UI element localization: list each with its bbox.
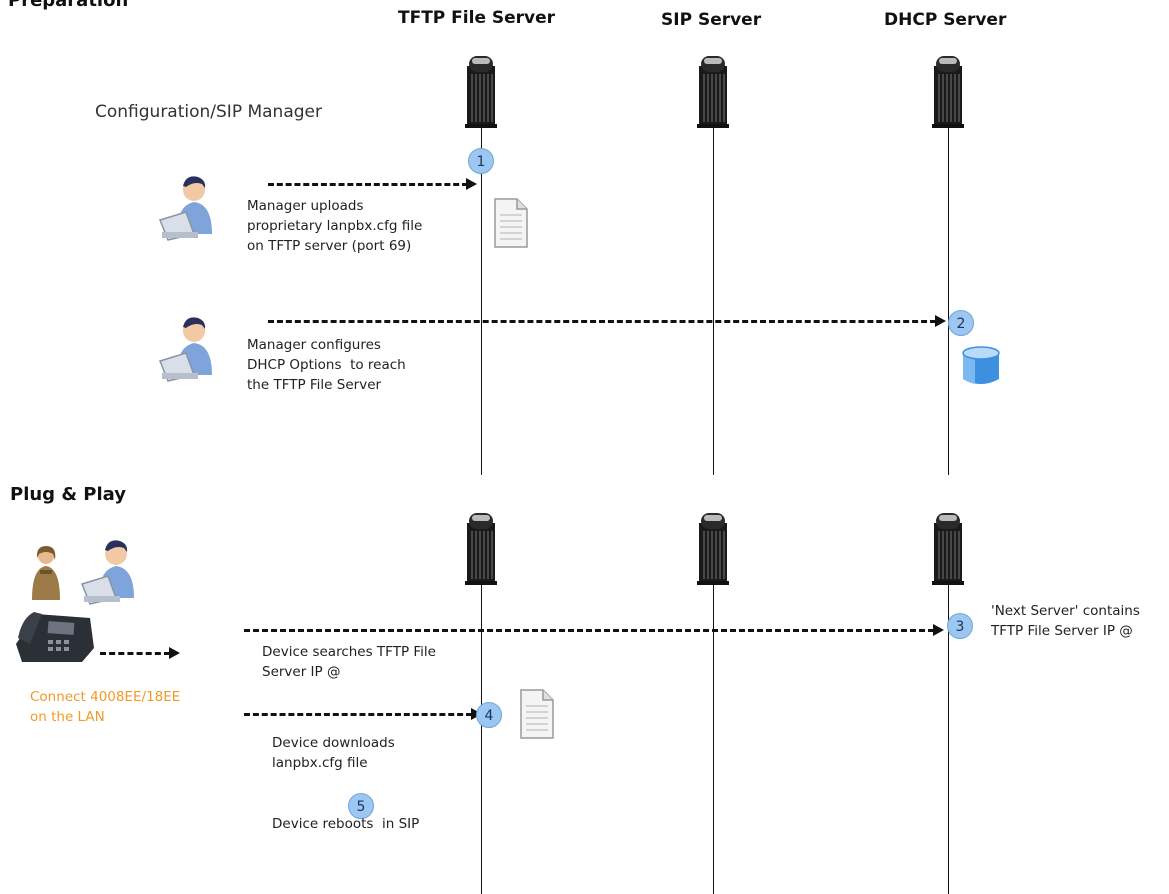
note-next-server: 'Next Server' contains TFTP File Server …: [991, 603, 1140, 639]
step-3-badge: 3: [947, 613, 973, 639]
document-icon: [517, 688, 557, 740]
note-upload: Manager uploads proprietary lanpbx.cfg f…: [247, 198, 423, 254]
lifeline-sip-top: [713, 128, 714, 475]
lifeline-sip-bottom: [713, 583, 714, 894]
database-icon: [961, 345, 1001, 387]
arrowhead-device-search: [933, 624, 944, 636]
server-title-sip: SIP Server: [661, 10, 762, 30]
step-4-badge: 4: [476, 702, 502, 728]
section-title-plug-and-play: Plug & Play: [10, 484, 126, 505]
person-laptop-icon: [78, 536, 142, 606]
arrow-connect: [100, 652, 170, 655]
woman-icon: [26, 544, 66, 600]
server-tower-icon: [693, 48, 733, 128]
lifeline-dhcp-bottom: [948, 583, 949, 894]
step-1-badge: 1: [468, 148, 494, 174]
arrow-upload: [268, 183, 468, 186]
person-laptop-icon: [156, 313, 220, 383]
note-dhcp-config: Manager configures DHCP Options to reach…: [247, 337, 406, 393]
lifeline-tftp-bottom: [481, 583, 482, 894]
section-title-preparation: Preparation: [8, 0, 129, 11]
note-connect: Connect 4008EE/18EE on the LAN: [30, 689, 181, 725]
arrowhead-connect: [169, 647, 180, 659]
note-reboot: Device reboots in SIP: [272, 816, 420, 832]
server-tower-icon: [928, 505, 968, 585]
server-tower-icon: [693, 505, 733, 585]
step-2-badge: 2: [948, 310, 974, 336]
server-title-dhcp: DHCP Server: [884, 10, 1007, 30]
server-title-tftp: TFTP File Server: [398, 8, 556, 28]
arrow-download: [244, 713, 472, 716]
server-tower-icon: [461, 505, 501, 585]
server-tower-icon: [461, 48, 501, 128]
note-device-search: Device searches TFTP File Server IP @: [262, 644, 436, 680]
document-icon: [491, 197, 531, 249]
arrowhead-upload: [466, 178, 477, 190]
role-label: Configuration/SIP Manager: [95, 102, 322, 122]
server-tower-icon: [928, 48, 968, 128]
note-download: Device downloads lanpbx.cfg file: [272, 735, 395, 771]
lifeline-tftp-top: [481, 128, 482, 475]
arrowhead-dhcp-config: [935, 315, 946, 327]
desk-phone-icon: [12, 608, 98, 666]
person-laptop-icon: [156, 172, 220, 242]
arrow-device-search: [244, 629, 934, 632]
step-5-badge: 5: [348, 793, 374, 819]
arrow-dhcp-config: [268, 320, 936, 323]
lifeline-dhcp-top: [948, 128, 949, 475]
